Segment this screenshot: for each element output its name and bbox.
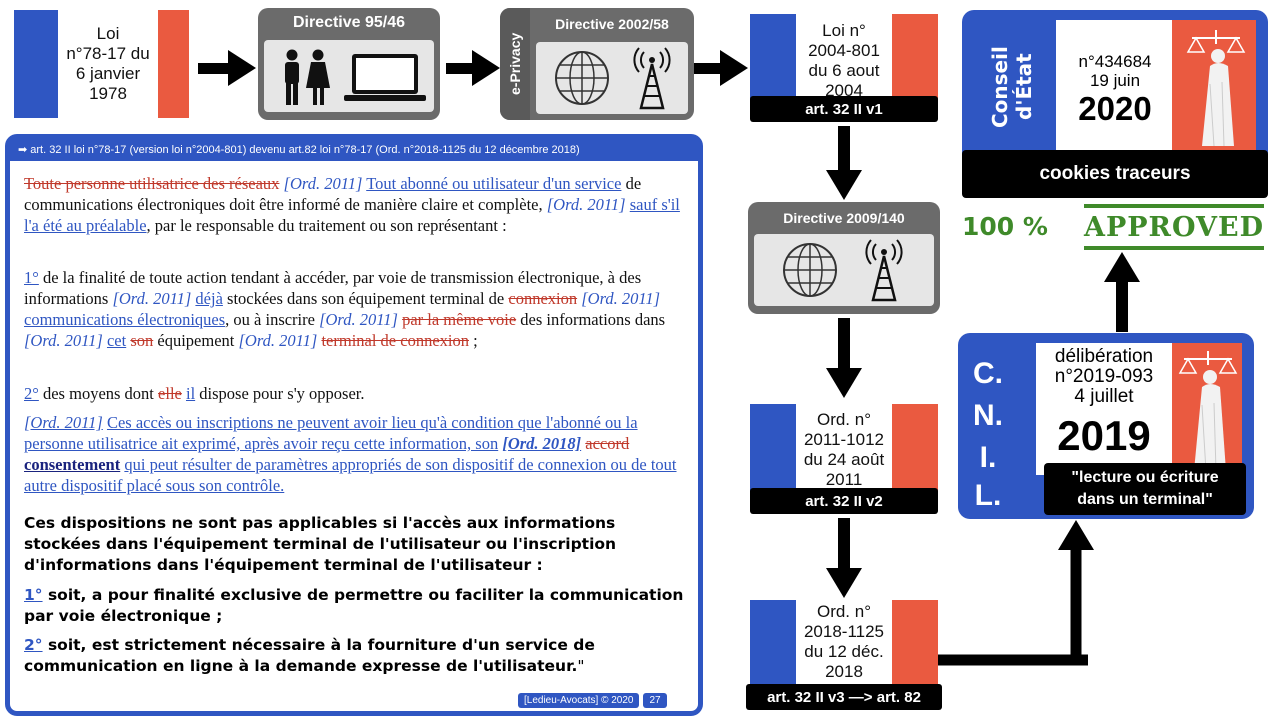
directive-200258-box: e-Privacy Directive 2002/58 — [500, 8, 694, 120]
conseil-year: 2020 — [1078, 90, 1152, 127]
loi-2004-line: Loi n° — [822, 21, 866, 40]
paragraph-1: Toute personne utilisatrice des réseaux … — [24, 174, 680, 235]
ord-2018-flag: Ord. n° 2018-1125 du 12 déc. 2018 — [750, 600, 938, 684]
approval-percent: 100 % — [962, 212, 1048, 241]
approved-stamp: APPROVED — [1084, 204, 1264, 250]
arrow-right-icon — [446, 50, 500, 86]
cnil-letter: C. — [973, 357, 1003, 390]
people-icon — [285, 49, 330, 105]
ord-2011-line: Ord. n° — [816, 410, 872, 429]
justice-statue-icon — [1178, 351, 1238, 472]
conseil-date: 19 juin — [1089, 71, 1141, 90]
directive-9546-title: Directive 95/46 — [292, 14, 406, 31]
loi-2004-line: du 6 aout — [808, 61, 880, 80]
ord-2018-line: 2018 — [825, 662, 863, 681]
arrow-down-icon — [826, 126, 862, 200]
ord-2018-line: 2018-1125 — [803, 622, 885, 641]
arrow-right-icon — [198, 50, 256, 86]
paragraph-5: Ces dispositions ne sont pas applicables… — [24, 514, 617, 574]
ord-2018-article-bar: art. 32 II v3 —> art. 82 — [746, 684, 942, 710]
antenna-icon — [865, 239, 903, 302]
cnil-quote-bar: "lecture ou écriture dans un terminal" — [1044, 463, 1246, 515]
loi-2004-flag: Loi n° 2004-801 du 6 aout 2004 — [750, 14, 938, 108]
justice-statue-icon — [1186, 30, 1246, 147]
arrow-right-icon — [694, 50, 748, 86]
paragraph-7: 2° soit, est strictement nécessaire à la… — [24, 636, 595, 675]
arrow-down-icon — [826, 318, 862, 398]
ord-2011-article-bar: art. 32 II v2 — [750, 488, 938, 514]
article-text-panel: ➡ art. 32 II loi n°78-17 (version loi n°… — [5, 134, 703, 716]
conseil-label: Conseil d'État — [988, 24, 1036, 150]
paragraph-6: 1° soit, a pour finalité exclusive de pe… — [24, 586, 684, 625]
page-number: 27 — [643, 693, 667, 708]
cnil-number: n°2019-093 — [1054, 366, 1154, 387]
cnil-year: 2019 — [1057, 412, 1151, 459]
loi-1978-line: n°78-17 du — [66, 44, 150, 63]
ord-2011-flag: Ord. n° 2011-1012 du 24 août 2011 — [750, 404, 938, 496]
globe-icon — [555, 51, 609, 105]
arrow-down-icon — [826, 518, 862, 598]
ord-2011-line: 2011 — [825, 470, 863, 489]
directive-200258-title: Directive 2002/58 — [555, 16, 669, 32]
connector-arrow-icon — [938, 520, 1094, 666]
laptop-icon — [344, 54, 426, 101]
loi-1978-flag: Loi n°78-17 du 6 janvier 1978 — [14, 10, 189, 118]
conseil-cookies-bar: cookies traceurs — [962, 150, 1268, 198]
directive-9546-box: Directive 95/46 — [258, 8, 440, 120]
loi-2004-line: 2004-801 — [808, 41, 880, 60]
cnil-date: 4 juillet — [1074, 386, 1134, 407]
loi-2004-article-bar: art. 32 II v1 — [750, 96, 938, 122]
cnil-letter: L. — [974, 479, 1002, 512]
loi-1978-line: 1978 — [89, 84, 127, 103]
loi-1978-line: Loi — [96, 24, 120, 43]
panel-header: art. 32 II loi n°78-17 (version loi n°20… — [30, 144, 580, 156]
conseil-label-line: Conseil — [988, 46, 1012, 128]
paragraph-4: [Ord. 2011] Ces accès ou inscriptions ne… — [24, 413, 677, 495]
globe-icon — [783, 243, 837, 297]
antenna-icon — [633, 47, 671, 110]
ord-2011-line: 2011-1012 — [803, 430, 885, 449]
approved-stamp-text: APPROVED — [1084, 211, 1264, 243]
loi-2004-line: 2004 — [825, 81, 863, 100]
panel-footer: [Ledieu-Avocats] © 2020 27 — [518, 693, 667, 708]
conseil-number: n°434684 — [1078, 52, 1152, 71]
directive-2009140-box: Directive 2009/140 — [748, 202, 940, 314]
paragraph-2: 1° de la finalité de toute action tendan… — [24, 268, 666, 350]
ord-2018-line: Ord. n° — [816, 602, 872, 621]
cnil-deliberation: délibération — [1054, 346, 1154, 367]
arrow-up-icon — [1104, 252, 1140, 332]
paragraph-3: 2° des moyens dont elle il dispose pour … — [24, 384, 365, 403]
cnil-quote-line: "lecture ou écriture — [1071, 469, 1219, 486]
cnil-quote-line: dans un terminal" — [1077, 491, 1213, 508]
loi-1978-line: 6 janvier — [75, 64, 141, 83]
cnil-letter: I. — [979, 441, 997, 474]
cnil-box: C. N. I. L. délibération n°2019-093 4 ju… — [958, 333, 1254, 519]
eprivacy-label: e-Privacy — [507, 32, 523, 96]
ord-2018-line: du 12 déc. — [804, 642, 884, 661]
arrow-right-icon: ➡ — [18, 144, 28, 156]
ord-2011-line: du 24 août — [803, 450, 885, 469]
directive-2009140-title: Directive 2009/140 — [783, 210, 905, 226]
conseil-label-line: d'État — [1012, 53, 1036, 121]
copyright-label: [Ledieu-Avocats] © 2020 — [518, 693, 640, 708]
cnil-letter: N. — [973, 399, 1003, 432]
